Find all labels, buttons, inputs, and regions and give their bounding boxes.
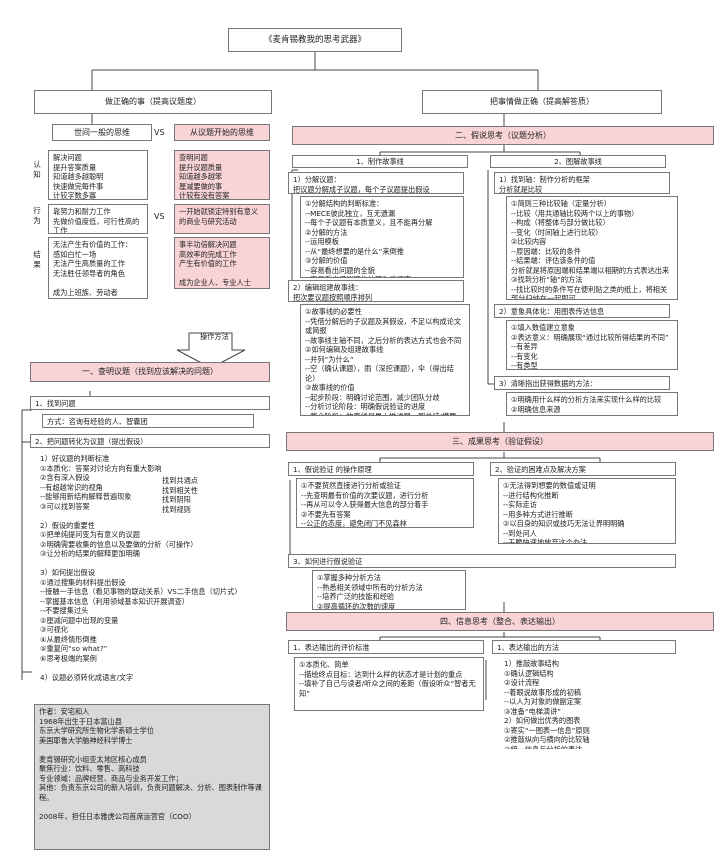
s1-method: 方式：咨询有经验的人、智囊团 xyxy=(42,414,254,428)
vs-label-2: VS xyxy=(154,212,165,221)
ordinary-behavior: 靠努力和耐力工作 先做价值度低，可行性高的工作 xyxy=(48,204,148,234)
vs-label: VS xyxy=(154,128,165,137)
method-label: 操作方法 xyxy=(200,332,229,341)
s2-chart-3-detail: ①明确用什么样的分析方法来实现什么样的比较 ②明确信息来源 xyxy=(506,392,678,416)
s3-how-to-verify: 3、如何进行假说验证 xyxy=(288,554,676,568)
s2-storyline: 1、制作故事线 xyxy=(292,155,468,168)
ordinary-thinking-header: 世间一般的思维 xyxy=(52,124,152,141)
s4-criteria-detail: ①本质化、简单 --描绘终点目标：达到什么样的状态才是计划的重点 --填补了自己… xyxy=(294,657,484,711)
s3-verify-principle: 1、假说验证 的操作原理 xyxy=(288,462,474,476)
s2-storyline-1-detail: ①分解结构的判断标准： --MECE彼此独立，互无遗漏 --每个子议题有本质意义… xyxy=(300,196,464,278)
s3-how-to-verify-detail: ①掌握多种分析方法 --熟悉相关领域中所有的分析方法 --培养广泛的技能和经验 … xyxy=(312,570,466,610)
method-arrow xyxy=(176,332,246,369)
s1-find-problem: 1、找到问题 xyxy=(30,396,270,410)
section-2-header: 二、假说思考（议题分析） xyxy=(292,126,714,145)
row-label-result: 结果 xyxy=(33,250,41,269)
s2-chart-1-detail: ①简则三种比较轴（定量分析） --比较（用共通轴比较两个以上的事物） --构成（… xyxy=(506,196,678,300)
row-label-behavior: 行为 xyxy=(33,206,41,225)
s3-verify-principle-detail: ①不要贸然直接进行分析或验证 --先查明最有价值的次要议题，进行分析 --再从可… xyxy=(296,478,474,528)
s1-convert-to-issue: 2、把问题转化为议题（提出假设） xyxy=(30,434,270,448)
s2-storyline-2-detail: ①故事线的必要性 --凭借分解后的子议题及其假设，不足以构成论文或简报 --故事… xyxy=(300,304,470,416)
ordinary-result: 无法产生有价值的工作： 感如白忙一场 无法产生高质量的工作 无法胜任领导者的角色… xyxy=(48,237,148,299)
s3-difficulties: 2、验证的困难点及解决方案 xyxy=(490,462,676,476)
s1-side-list: 找到共通点 找到相关性 找到阴阳 找到规则 xyxy=(162,476,222,518)
row-label-cognition: 认知 xyxy=(33,160,41,179)
s1-issue-details: 1）好议题的判断标准 ①本质化：答案对讨论方向有重大影响 ②含有深入假设 --有… xyxy=(36,452,276,700)
s2-chart-3: 3）清晰指出获得数据的方法： xyxy=(494,376,670,390)
section-4-header: 四、信息思考（整合、表达输出） xyxy=(286,612,714,631)
s2-storyline-1: 1）分解议题： 把议题分解成子议题，每个子议题提出假设 xyxy=(288,172,464,194)
book-title: 《麦肯锡教我的思考武器》 xyxy=(228,28,402,52)
s4-methods-detail: 1）推敲故事结构 ①确认逻辑结构 ②设计流程 --着眼说故事形成的初稿 --以人… xyxy=(500,657,676,749)
s4-methods: 1、表达输出的方法 xyxy=(492,640,676,654)
left-main-node: 做正确的事（提高议题度） xyxy=(34,90,272,114)
s2-storyline-2: 2）编辑组建故事线： 把次要议题按照顺序排列 xyxy=(288,280,464,302)
s2-chart-1: 1）找到轴：制作分析的框架 分析就是比较 xyxy=(494,172,670,194)
s2-chart-2: 2）意象具体化：用图表传达信息 xyxy=(494,304,670,318)
section-1-header: 一、查明议题（找到应该解决的问题） xyxy=(30,362,270,382)
s3-difficulties-detail: ①无法得到想要的数值或证明 --进行结构化推断 --实际走访 --用多种方式进行… xyxy=(498,478,676,544)
author-info: 作者：安宅和人 1968年出生于日本富山县 东京大学研究所生物化学系硕士学位 美… xyxy=(34,704,270,850)
issue-cognition: 查明问题 提升议题质量 知道越多越笨 厘减要做的事 计较有没有答案 xyxy=(174,150,270,200)
issue-result: 事半功倍解决问题 高效率的完成工作 产生有价值的工作 成为企业人、专业人士 xyxy=(174,237,270,289)
s2-chart-storyline: 2、图解故事线 xyxy=(490,155,666,168)
issue-thinking-header: 从议题开始的思维 xyxy=(174,124,270,141)
issue-behavior: 一开始就锁定特别有意义的商业与研究活动 xyxy=(174,204,270,234)
s2-chart-2-detail: ①填入数值建立意象 ②表达意义：明确展现“通过比较所得结果的不同” --有差异 … xyxy=(506,320,678,370)
ordinary-cognition: 解决问题 提升答案质量 知道越多越聪明 快速做完每件事 计较字数多寡 xyxy=(48,150,148,200)
s4-criteria: 1、表达输出的评价标准 xyxy=(288,640,484,654)
section-3-header: 三、成果思考（验证假设） xyxy=(286,432,714,451)
right-main-node: 把事情做正确（提高解答质） xyxy=(422,90,662,114)
